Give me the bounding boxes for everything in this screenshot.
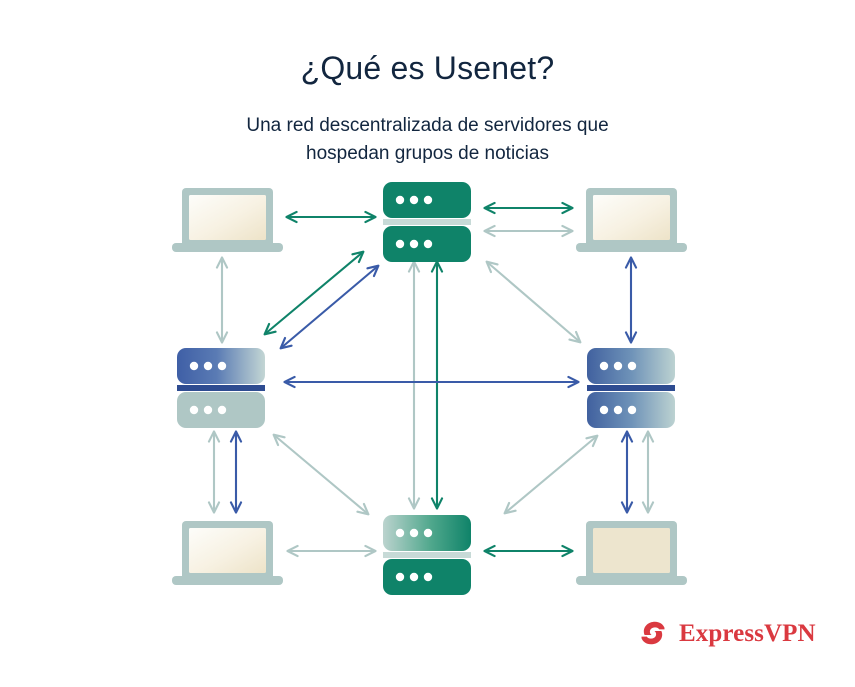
laptop-base-icon — [576, 243, 687, 252]
server-led-icon — [627, 405, 637, 415]
server-led-icon — [189, 405, 199, 415]
server-led-icon — [189, 361, 199, 371]
expressvpn-e-logo-icon — [641, 621, 665, 645]
laptop-screen-icon — [189, 195, 266, 240]
connection-c15 — [503, 434, 599, 515]
server-led-icon — [203, 361, 213, 371]
node-laptop-top-left[interactable] — [172, 188, 283, 252]
server-led-icon — [409, 239, 419, 249]
node-laptop-bottom-right[interactable] — [576, 521, 687, 585]
expressvpn-logo[interactable]: ExpressVPN — [636, 612, 816, 654]
laptop-screen-icon — [593, 195, 670, 240]
server-divider-icon — [383, 219, 471, 225]
server-led-icon — [409, 195, 419, 205]
server-led-icon — [599, 361, 609, 371]
server-led-icon — [423, 239, 433, 249]
connection-c14 — [272, 433, 370, 516]
server-led-icon — [395, 239, 405, 249]
laptop-base-icon — [576, 576, 687, 585]
server-led-icon — [395, 572, 405, 582]
server-led-icon — [423, 195, 433, 205]
server-led-icon — [599, 405, 609, 415]
connection-layer — [207, 201, 655, 558]
server-led-icon — [217, 405, 227, 415]
page-title: ¿Qué es Usenet? — [300, 50, 555, 87]
node-server-top-center[interactable] — [383, 182, 471, 262]
node-laptop-bottom-left[interactable] — [172, 521, 283, 585]
server-led-icon — [409, 572, 419, 582]
server-led-icon — [627, 361, 637, 371]
laptop-base-icon — [172, 243, 283, 252]
laptop-screen-icon — [189, 528, 266, 573]
server-led-icon — [395, 195, 405, 205]
page-subtitle: Una red descentralizada de servidores qu… — [246, 115, 609, 164]
server-led-icon — [409, 528, 419, 538]
server-divider-icon — [587, 385, 675, 391]
server-led-icon — [613, 361, 623, 371]
server-led-icon — [395, 528, 405, 538]
node-server-bottom-center[interactable] — [383, 515, 471, 595]
server-led-icon — [613, 405, 623, 415]
node-server-middle-left[interactable] — [177, 348, 265, 428]
laptop-base-icon — [172, 576, 283, 585]
laptop-screen-icon — [593, 528, 670, 573]
node-server-middle-right[interactable] — [587, 348, 675, 428]
server-led-icon — [217, 361, 227, 371]
connection-c7 — [485, 260, 582, 344]
server-led-icon — [423, 528, 433, 538]
node-laptop-top-right[interactable] — [576, 188, 687, 252]
connection-c5 — [263, 250, 365, 336]
server-divider-icon — [177, 385, 265, 391]
server-led-icon — [203, 405, 213, 415]
server-led-icon — [423, 572, 433, 582]
server-divider-icon — [383, 552, 471, 558]
connection-c6 — [279, 264, 380, 350]
node-layer — [172, 182, 687, 595]
expressvpn-wordmark: ExpressVPN — [679, 619, 816, 647]
